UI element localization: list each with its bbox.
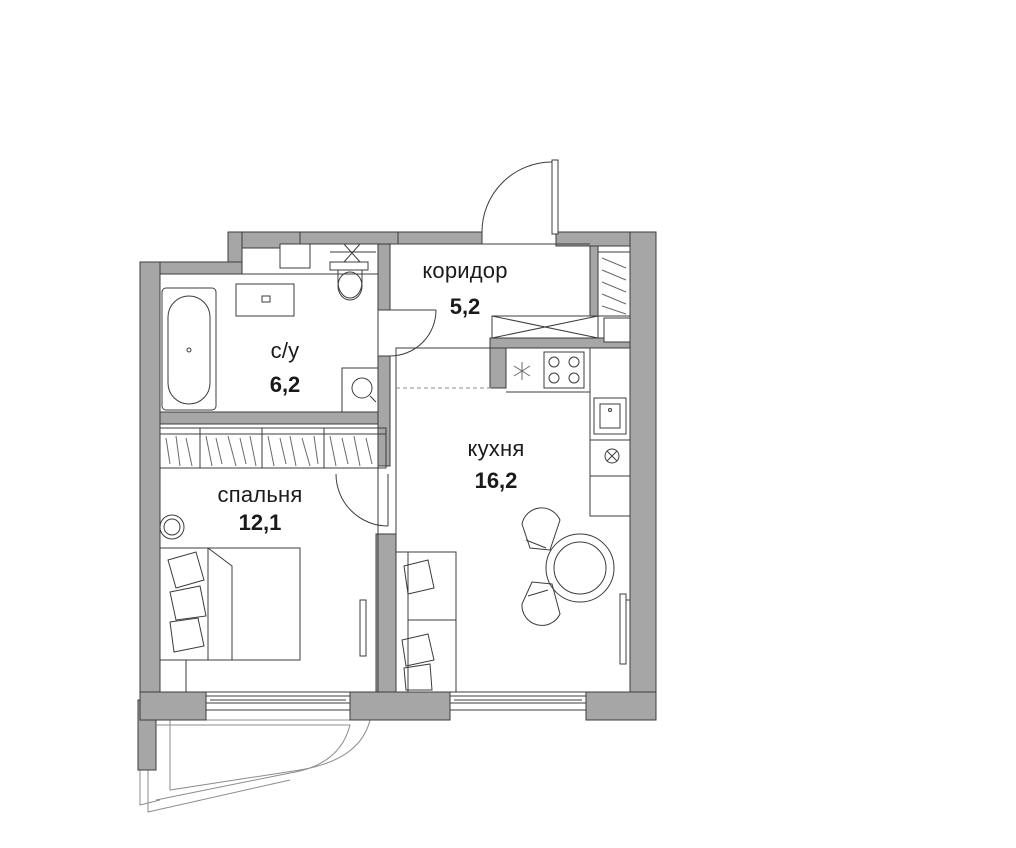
bathtub — [161, 287, 217, 411]
washbasin — [235, 283, 295, 317]
kitchen-name: кухня — [467, 436, 525, 461]
bathroom-door — [389, 309, 437, 357]
kitchen-window — [449, 695, 587, 711]
corridor-wardrobe — [491, 315, 599, 339]
dining-table — [545, 533, 615, 603]
bathroom-name: с/у — [270, 338, 300, 363]
bathroom-area: 6,2 — [269, 372, 301, 397]
bedroom-area: 12,1 — [238, 510, 282, 535]
bedroom-window — [205, 695, 351, 711]
shower — [341, 367, 379, 413]
ceiling-light-icon — [513, 362, 531, 380]
bedroom-name: спальня — [217, 482, 303, 507]
dining-chairs — [521, 507, 561, 626]
entrance-door — [481, 159, 559, 235]
nightstand-lamp — [159, 514, 185, 540]
kitchen-area: 16,2 — [474, 468, 518, 493]
kitchen-tv — [619, 593, 630, 665]
sink — [593, 397, 627, 435]
bedroom-door — [335, 473, 389, 527]
cooktop — [543, 351, 585, 389]
bedroom-tv — [359, 599, 367, 657]
dishwasher — [604, 448, 620, 464]
kitchen-counter — [506, 347, 630, 517]
sofa — [395, 551, 457, 693]
wardrobe — [159, 427, 387, 469]
toilet — [329, 243, 376, 301]
double-bed — [159, 547, 301, 693]
corridor-area: 5,2 — [449, 294, 481, 319]
walls — [139, 231, 657, 721]
shoe-rack — [597, 251, 631, 317]
corridor-name: коридор — [422, 258, 508, 283]
